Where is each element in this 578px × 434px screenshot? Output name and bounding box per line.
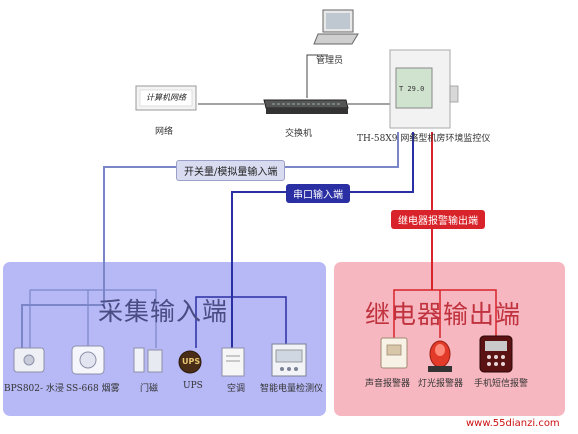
ups-logo-text: UPS: [182, 357, 201, 366]
input-panel: [3, 262, 326, 416]
relay-bus-wire: [393, 289, 497, 338]
serial-input-tag: 串口输入端: [286, 184, 350, 203]
device-screen-text: T 29.0: [399, 85, 425, 93]
input-bus-wire: [30, 289, 157, 348]
light-alarm-icon: [428, 340, 452, 372]
network-box-icon: [135, 85, 197, 111]
switch-label: 交换机: [285, 129, 313, 139]
input-panel-title: 采集输入端: [98, 297, 229, 326]
switch-analog-input-tag: 开关量/模拟量输入端: [176, 160, 286, 181]
device-label-ups: UPS: [183, 381, 203, 391]
sound-alarm-icon: [380, 337, 408, 369]
sms-alarm-icon: [479, 335, 513, 373]
network-label: 网络: [155, 127, 174, 137]
device-label-sound-alarm: 声音报警器: [365, 379, 411, 389]
device-label-door: 门磁: [140, 384, 159, 394]
watermark: www.55dianzi.com: [466, 418, 560, 429]
output-panel-title: 继电器输出端: [365, 300, 522, 329]
monitor-label: TH-58X9 网络型机房环境监控仪: [357, 134, 491, 144]
door-sensor-icon: [133, 347, 163, 373]
relay-output-tag: 继电器报警输出端: [391, 210, 485, 229]
output-panel: [334, 262, 565, 416]
monitor-device-icon: [389, 49, 459, 129]
admin-cable: [306, 54, 328, 98]
switch-analog-wire: [21, 132, 399, 348]
device-label-ac: 空调: [227, 384, 246, 394]
serial-bus-wire: [195, 296, 287, 348]
power-meter-icon: [271, 343, 307, 377]
air-conditioner-icon: [221, 347, 245, 377]
smoke-detector-icon: [71, 345, 105, 375]
device-label-power-meter: 智能电量检测仪: [260, 384, 324, 394]
network-box-text: 计算机网络: [146, 93, 186, 102]
switch-icon: [263, 99, 349, 114]
device-label-sms-alarm: 手机短信报警: [474, 379, 529, 389]
laptop-icon: [313, 9, 359, 45]
water-sensor-icon: [13, 347, 45, 373]
device-label-water: BPS802- 水浸: [4, 384, 64, 394]
device-label-light-alarm: 灯光报警器: [418, 379, 464, 389]
device-label-smoke: SS-668 烟雾: [66, 384, 120, 394]
admin-label: 管理员: [316, 56, 344, 66]
ups-icon: [178, 350, 202, 374]
